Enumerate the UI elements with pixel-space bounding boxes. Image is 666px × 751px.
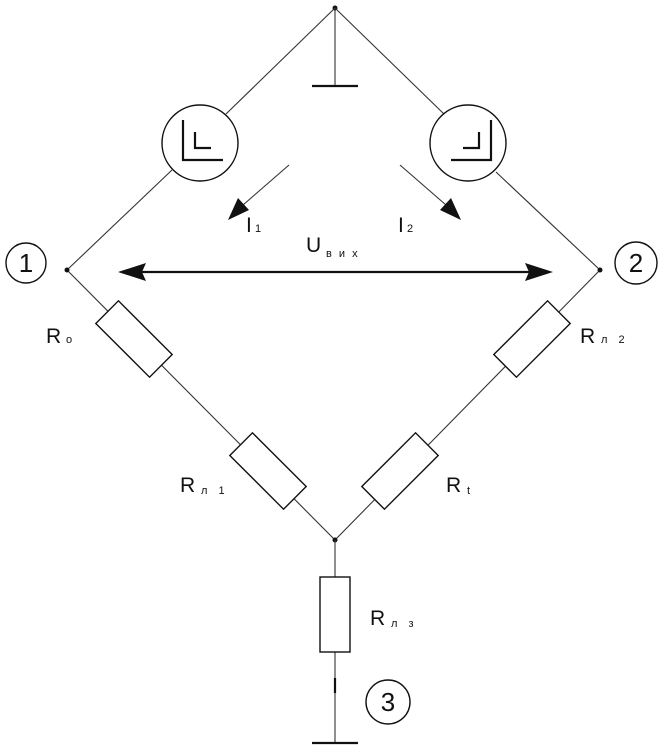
upper-right-wire: [334, 7, 601, 271]
resistor-rl2: [492, 299, 572, 379]
lower-left-wire: [66, 269, 336, 541]
current-source-2: [429, 104, 507, 182]
label-rt-sub: t: [467, 485, 470, 497]
label-i2-sub: 2: [407, 223, 413, 235]
svg-text:2: 2: [629, 248, 643, 278]
node-label-2: 2: [614, 241, 658, 285]
label-i1: I: [246, 214, 252, 237]
bottom-wire: [332, 537, 338, 743]
label-i2: I: [398, 214, 404, 237]
label-rl1: R: [180, 474, 195, 497]
resistor-rl3: [319, 576, 351, 653]
resistor-rl1: [228, 431, 308, 511]
label-u-out-sub: в и х: [326, 248, 360, 260]
top-ground-symbol: [312, 5, 358, 88]
label-r0: R: [46, 325, 61, 348]
terminal-dot-2: [597, 267, 603, 273]
output-voltage-arrow: [118, 263, 553, 281]
label-rt: R: [446, 474, 461, 497]
label-r0-sub: o: [66, 334, 72, 346]
resistor-r0: [94, 299, 174, 379]
label-i1-sub: 1: [255, 223, 261, 235]
label-rl3: R: [370, 607, 385, 630]
node-label-1: 1: [5, 242, 47, 284]
label-rl2-sub: л 2: [601, 334, 629, 346]
current-arrow-2: [399, 164, 461, 220]
label-u-out: U: [306, 234, 321, 257]
label-rl1-sub: л 1: [201, 485, 229, 497]
label-rl3-sub: л з: [391, 618, 418, 630]
resistor-rt: [360, 431, 440, 511]
current-arrow-1: [228, 164, 290, 220]
svg-text:1: 1: [19, 248, 33, 278]
label-rl2: R: [580, 325, 595, 348]
svg-text:3: 3: [381, 687, 395, 717]
terminal-dot-1: [64, 267, 70, 273]
node-label-3: 3: [365, 679, 411, 725]
upper-left-wire: [66, 7, 336, 271]
current-source-1: [161, 104, 239, 182]
